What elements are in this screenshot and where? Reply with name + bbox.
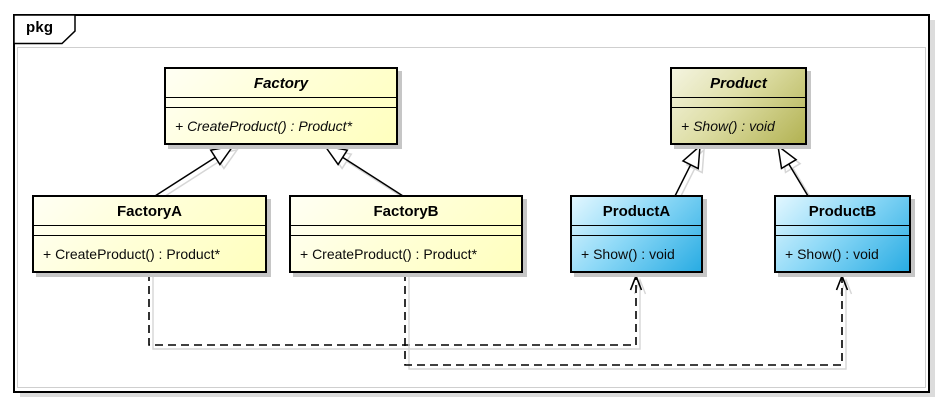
generalization-shadow: [158, 160, 220, 201]
generalization-ProductA-to-Product[interactable]: [674, 164, 692, 197]
dependency-arrowhead: [835, 273, 849, 291]
class-Factory[interactable]: Factory + CreateProduct() : Product*: [164, 67, 398, 145]
package-tab-label: pkg: [26, 19, 54, 36]
attributes-compartment-ProductB: [776, 226, 909, 236]
class-FactoryB[interactable]: FactoryB + CreateProduct() : Product*: [289, 195, 523, 273]
generalization-arrowhead: [209, 144, 235, 166]
class-ProductA[interactable]: ProductA + Show() : void: [570, 195, 703, 273]
operations-compartment-ProductB: + Show() : void: [785, 245, 879, 262]
attributes-compartment-FactoryB: [291, 226, 521, 236]
dependency-arrowhead: [629, 273, 643, 291]
operations-compartment-ProductA: + Show() : void: [581, 245, 675, 262]
class-Product[interactable]: Product + Show() : void: [670, 67, 807, 145]
generalization-shadow: [678, 168, 696, 201]
generalization-arrowhead: [681, 144, 701, 170]
dependency-FactoryB-to-ProductB[interactable]: [404, 273, 843, 366]
generalization-ProductB-to-Product[interactable]: [788, 163, 809, 197]
attributes-compartment-Factory: [166, 98, 396, 108]
generalization-arrowhead: [776, 144, 798, 170]
package-frame-inner-border: [17, 47, 926, 388]
class-FactoryA[interactable]: FactoryA + CreateProduct() : Product*: [32, 195, 267, 273]
operations-compartment-Factory: + CreateProduct() : Product*: [175, 117, 353, 134]
package-frame: [13, 14, 930, 393]
generalization-arrowhead: [323, 144, 349, 166]
dependency-shadow: [152, 277, 641, 350]
operations-compartment-FactoryA: + CreateProduct() : Product*: [43, 245, 221, 262]
attributes-compartment-FactoryA: [34, 226, 265, 236]
dependency-FactoryA-to-ProductA[interactable]: [148, 273, 637, 346]
class-name-ProductA: ProductA: [572, 197, 701, 226]
operations-compartment-FactoryB: + CreateProduct() : Product*: [300, 245, 478, 262]
attributes-compartment-ProductA: [572, 226, 701, 236]
dependency-shadow: [408, 277, 847, 370]
class-name-ProductB: ProductB: [776, 197, 909, 226]
package-tab: [13, 14, 76, 45]
class-name-FactoryB: FactoryB: [291, 197, 521, 226]
class-name-Factory: Factory: [166, 69, 396, 98]
operations-compartment-Product: + Show() : void: [681, 117, 775, 134]
generalization-FactoryA-to-Factory[interactable]: [154, 156, 216, 197]
class-name-Product: Product: [672, 69, 805, 98]
generalization-FactoryB-to-Factory[interactable]: [342, 156, 404, 197]
class-ProductB[interactable]: ProductB + Show() : void: [774, 195, 911, 273]
generalization-shadow: [346, 160, 408, 201]
attributes-compartment-Product: [672, 98, 805, 108]
generalization-shadow: [792, 167, 813, 201]
class-name-FactoryA: FactoryA: [34, 197, 265, 226]
